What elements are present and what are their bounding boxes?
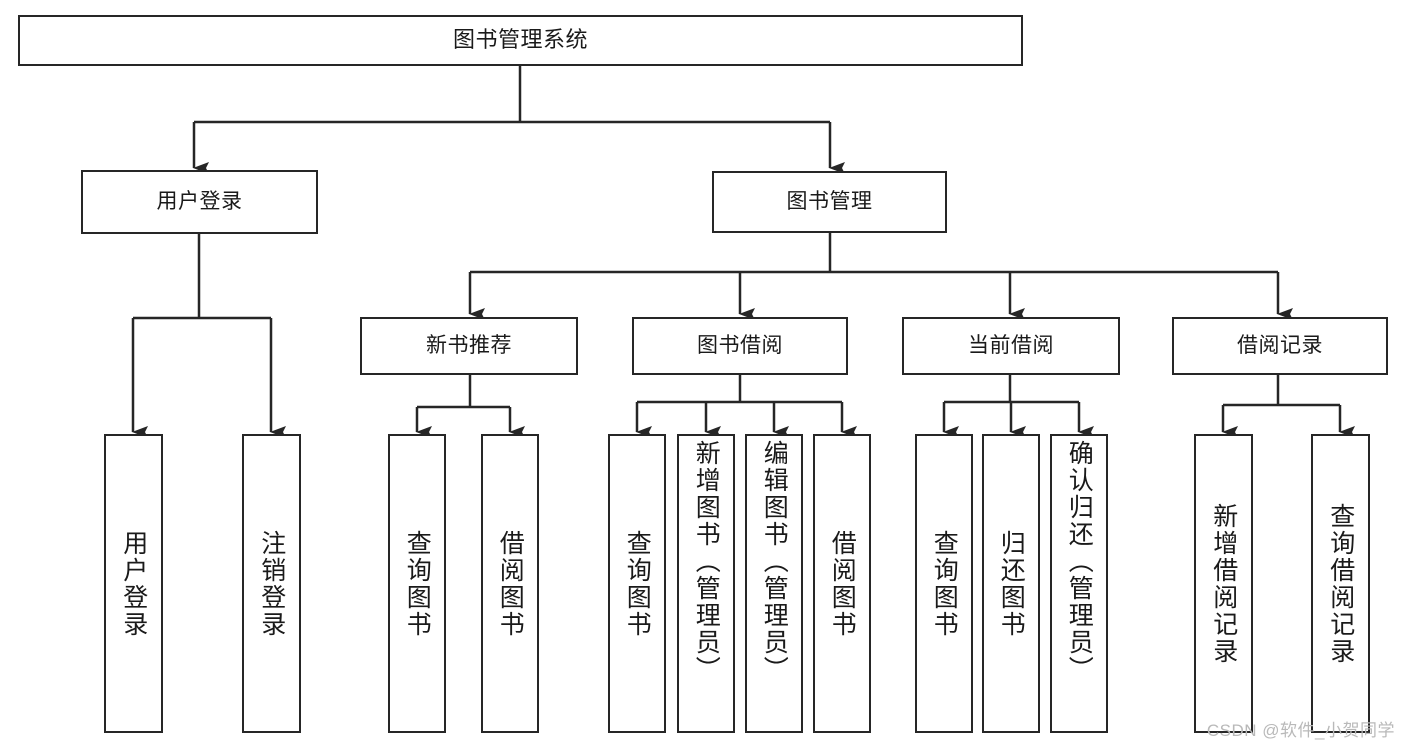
leaf-query-book-3-label: 查询图书 xyxy=(930,529,959,638)
node-root-label: 图书管理系统 xyxy=(452,27,588,53)
leaf-confirm-return-admin-label: 确认归还（管理员） xyxy=(1065,440,1094,683)
leaf-return-book-label: 归还图书 xyxy=(997,529,1026,638)
leaf-user-login[interactable]: 用户登录 xyxy=(104,434,163,733)
leaf-borrow-book-1[interactable]: 借阅图书 xyxy=(481,434,539,733)
node-current-borrow[interactable]: 当前借阅 xyxy=(902,317,1120,375)
node-book-manage-label: 图书管理 xyxy=(786,190,873,214)
leaf-query-book-2[interactable]: 查询图书 xyxy=(608,434,666,733)
node-book-manage[interactable]: 图书管理 xyxy=(712,171,947,233)
leaf-edit-book-admin-label: 编辑图书（管理员） xyxy=(760,440,789,683)
leaf-borrow-book-2[interactable]: 借阅图书 xyxy=(813,434,871,733)
node-book-borrow[interactable]: 图书借阅 xyxy=(632,317,848,375)
leaf-edit-book-admin[interactable]: 编辑图书（管理员） xyxy=(745,434,803,733)
leaf-borrow-book-2-label: 借阅图书 xyxy=(828,529,857,638)
node-user-login[interactable]: 用户登录 xyxy=(81,170,318,234)
leaf-query-book-1[interactable]: 查询图书 xyxy=(388,434,446,733)
leaf-add-book-admin[interactable]: 新增图书（管理员） xyxy=(677,434,735,733)
leaf-borrow-book-1-label: 借阅图书 xyxy=(496,529,525,638)
node-new-book-recommend-label: 新书推荐 xyxy=(426,334,512,358)
node-current-borrow-label: 当前借阅 xyxy=(968,334,1054,358)
node-new-book-recommend[interactable]: 新书推荐 xyxy=(360,317,578,375)
leaf-return-book[interactable]: 归还图书 xyxy=(982,434,1040,733)
leaf-query-borrow-record[interactable]: 查询借阅记录 xyxy=(1311,434,1370,733)
node-borrow-record[interactable]: 借阅记录 xyxy=(1172,317,1388,375)
leaf-query-book-1-label: 查询图书 xyxy=(403,529,432,638)
leaf-add-borrow-record-label: 新增借阅记录 xyxy=(1209,502,1238,665)
leaf-query-book-3[interactable]: 查询图书 xyxy=(915,434,973,733)
node-root[interactable]: 图书管理系统 xyxy=(18,15,1023,66)
node-borrow-record-label: 借阅记录 xyxy=(1237,334,1323,358)
leaf-add-borrow-record[interactable]: 新增借阅记录 xyxy=(1194,434,1253,733)
node-book-borrow-label: 图书借阅 xyxy=(697,334,783,358)
node-user-login-label: 用户登录 xyxy=(156,190,243,214)
leaf-add-book-admin-label: 新增图书（管理员） xyxy=(692,440,721,683)
leaf-query-borrow-record-label: 查询借阅记录 xyxy=(1326,502,1355,665)
leaf-logout-login[interactable]: 注销登录 xyxy=(242,434,301,733)
leaf-query-book-2-label: 查询图书 xyxy=(623,529,652,638)
leaf-confirm-return-admin[interactable]: 确认归还（管理员） xyxy=(1050,434,1108,733)
leaf-logout-login-label: 注销登录 xyxy=(257,529,286,638)
leaf-user-login-label: 用户登录 xyxy=(119,529,148,638)
